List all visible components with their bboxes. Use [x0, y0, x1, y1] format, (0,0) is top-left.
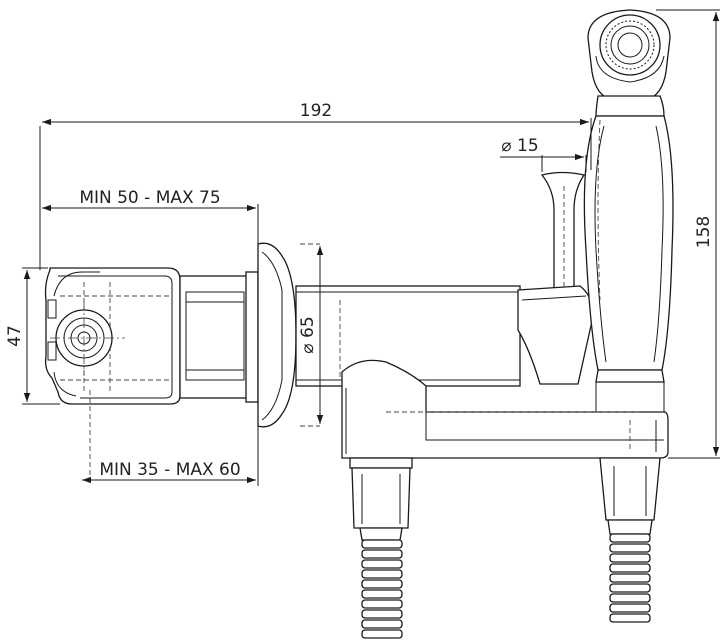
hose-rib — [609, 603, 651, 613]
dim-label-47: 47 — [5, 325, 25, 347]
dimension-overall-length: 192 — [39, 101, 592, 270]
mixer-valve-body — [44, 267, 181, 478]
extension-sleeve — [179, 271, 259, 403]
hose-rib — [361, 579, 403, 589]
dimension-pipe-diameter: ⌀ 15 — [500, 136, 587, 172]
hand-shower — [583, 9, 674, 412]
hose-rib — [609, 533, 651, 543]
hose-rib — [609, 543, 651, 553]
hose-rib — [361, 619, 403, 629]
dimension-wall-depth-top: MIN 50 - MAX 75 — [42, 188, 259, 244]
lever-handle — [517, 171, 594, 385]
hose-rib — [609, 593, 651, 603]
hose-rib — [609, 553, 651, 563]
dimension-flange-diameter: ⌀ 65 — [298, 246, 324, 424]
dimension-body-height: 47 — [5, 267, 60, 405]
hose-rib — [361, 569, 403, 579]
hose-right — [609, 533, 651, 623]
hose-rib — [361, 549, 403, 559]
dim-label-d15: ⌀ 15 — [501, 136, 538, 156]
hose-connector-left — [349, 457, 413, 541]
dim-label-192: 192 — [300, 101, 332, 121]
hose-rib — [361, 609, 403, 619]
dim-label-min35-max60: MIN 35 - MAX 60 — [99, 460, 240, 480]
manifold — [341, 359, 669, 459]
hose-connector-right — [599, 457, 661, 535]
dimension-handset-height: 158 — [656, 9, 720, 459]
spout-arm — [295, 285, 521, 387]
hose-rib — [609, 573, 651, 583]
hose-rib — [609, 563, 651, 573]
hose-rib — [361, 589, 403, 599]
dim-label-d65: ⌀ 65 — [298, 316, 318, 353]
dim-label-min50-max75: MIN 50 - MAX 75 — [79, 188, 220, 208]
hose-rib — [361, 539, 403, 549]
hose-rib — [361, 629, 403, 639]
hose-rib — [609, 583, 651, 593]
hose-rib — [361, 599, 403, 609]
dim-label-158: 158 — [694, 216, 714, 248]
dimension-wall-depth-bottom: MIN 35 - MAX 60 — [82, 426, 259, 486]
hose-rib — [609, 613, 651, 623]
hose-rib — [361, 559, 403, 569]
hose-left — [361, 539, 403, 639]
